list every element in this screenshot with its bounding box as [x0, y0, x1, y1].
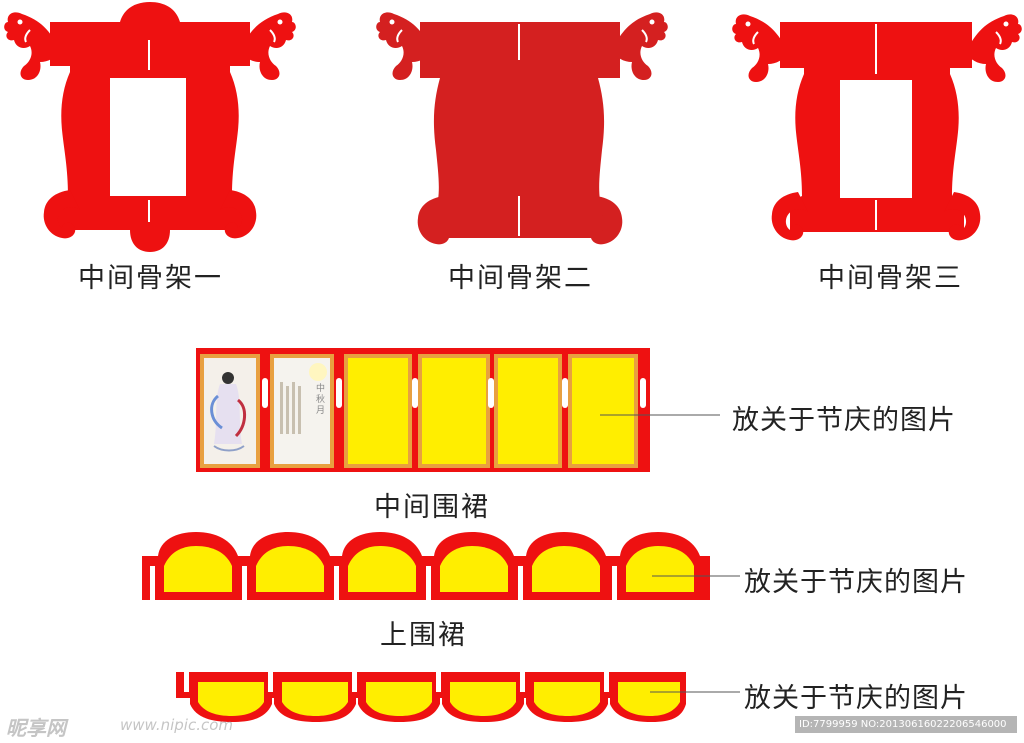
moon-panel-text: 中秋月 [316, 384, 326, 416]
frame-one-label: 中间骨架一 [78, 263, 223, 294]
frame-three [731, 13, 1023, 241]
middle-apron-label: 中间围裙 [374, 492, 490, 523]
middle-apron-callout: 放关于节庆的图片 [732, 405, 956, 436]
moon-icon [309, 363, 327, 381]
watermark-id: ID:7799959 NO:20130616022206546000 [795, 716, 1017, 733]
watermark-logo: 昵享网 [6, 716, 66, 740]
frame-one [3, 2, 297, 252]
upper-apron-callout: 放关于节庆的图片 [744, 567, 968, 598]
upper-apron-label: 上围裙 [380, 620, 467, 651]
frame-three-label: 中间骨架三 [818, 263, 963, 294]
lower-apron-callout: 放关于节庆的图片 [744, 683, 968, 714]
upper-apron [142, 532, 740, 600]
lower-apron [176, 672, 740, 722]
frame-two-label: 中间骨架二 [448, 263, 593, 294]
middle-apron [196, 348, 720, 472]
watermark-url: www.nipic.com [120, 716, 234, 734]
frame-two [375, 11, 669, 245]
fairy-illustration-icon [210, 372, 246, 452]
